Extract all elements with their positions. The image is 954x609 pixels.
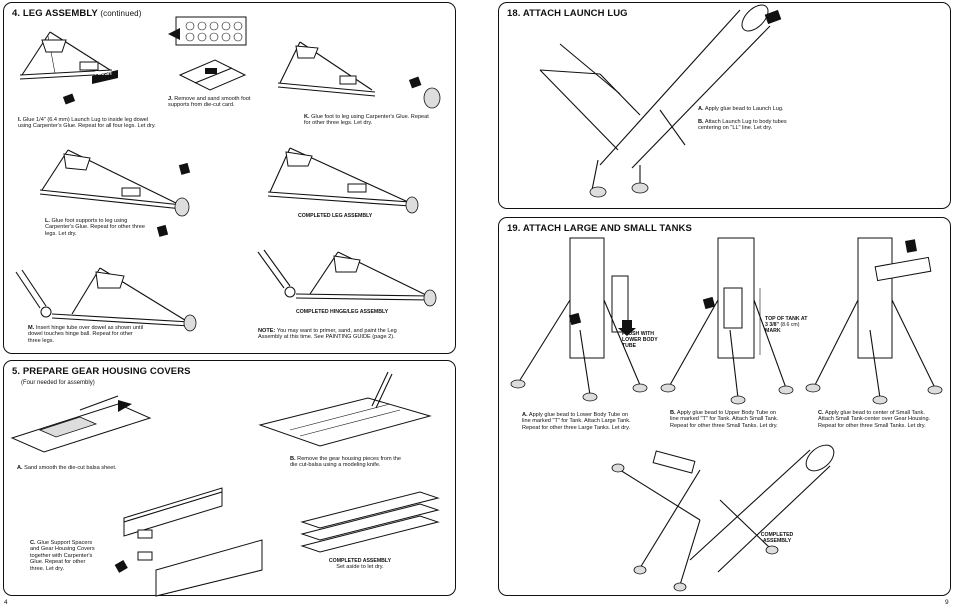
gear-step-c-caption: C. Glue Support Spacers and Gear Housing… [30,540,98,572]
gear-completed-text: Set aside to let dry. [336,564,384,570]
top-of-tank-text: TOP OF TANK AT [765,316,808,322]
top-of-tank-measure: 3 3/8" [765,322,779,328]
balsa-sheet-cutting [258,371,432,447]
step-l-text: Glue foot supports to leg using Carpente… [45,218,145,237]
step-j-letter: J. [168,96,173,102]
lug-step-b-caption: B. Attach Launch Lug to body tubes cente… [698,119,794,132]
leg-illustration-k [277,41,441,109]
gear-completed-title: COMPLETED ASSEMBLY [328,558,392,564]
foot-support-card [168,16,247,91]
step-m-text: Insert hinge tube over dowel as shown un… [28,325,144,344]
lug-step-a-letter: A. [698,106,704,112]
step-k-letter: K. [304,114,310,120]
tanks-step-b-illustration [660,237,794,405]
flush-tag: FLUSH [95,71,112,77]
tanks-step-a-text: Apply glue bead to Lower Body Tube on li… [522,412,631,431]
completed-hinge-label: COMPLETED HINGE/LEG ASSEMBLY [296,309,389,315]
note: NOTE: You may want to primer, sand, and … [258,328,418,341]
tanks-step-b-letter: B. [670,410,676,416]
tanks-step-c-letter: C. [818,410,824,416]
gear-step-b-letter: B. [290,456,296,462]
step-i-text: Glue 1/4" (6.4 mm) Launch Lug to inside … [18,117,156,130]
completed-leg-label: COMPLETED LEG ASSEMBLY [298,213,373,219]
page-number-right: 9 [945,599,949,606]
completed-tanks-illustration [611,444,835,592]
gear-step-a-caption: A. Sand smooth the die-cut balsa sheet. [17,465,167,471]
step-i-caption: I. Glue 1/4" (6.4 mm) Launch Lug to insi… [18,117,156,130]
gear-step-b-text: Remove the gear housing pieces from the … [290,456,402,469]
step-j-text: Remove and sand smooth foot supports fro… [168,96,251,109]
lug-step-a-text: Apply glue bead to Launch Lug. [704,106,784,112]
step-k-text: Glue foot to leg using Carpenter's Glue.… [304,114,429,127]
completed-leg-illustration [267,147,419,214]
gear-step-b-caption: B. Remove the gear housing pieces from t… [290,456,402,469]
top-of-tank-label: TOP OF TANK AT 3 3/8" (8.6 cm) MARK [765,316,815,334]
gear-housing-covers [114,487,263,597]
lug-step-b-text: Attach Launch Lug to body tubes centerin… [698,119,787,132]
page-number-left: 4 [4,599,8,606]
leg-illustration-i [19,31,118,105]
step-k-caption: K. Glue foot to leg using Carpenter's Gl… [304,114,432,127]
leg-illustration-l [39,149,191,237]
note-label: NOTE: [258,328,276,334]
step-m-letter: M. [28,325,35,331]
tanks-step-b-caption: B. Apply glue bead to Upper Body Tube on… [670,410,782,429]
tanks-step-c-text: Apply glue bead to center of Small Tank.… [818,410,931,429]
step-l-letter: L. [45,218,50,224]
step-i-letter: I. [18,117,22,123]
tanks-step-a-caption: A. Apply glue bead to Lower Body Tube on… [522,412,632,431]
tanks-completed-label: COMPLETED ASSEMBLY [760,532,794,544]
top-of-tank-metric: (8.6 cm) [780,322,800,328]
gear-step-a-text: Sand smooth the die-cut balsa sheet. [24,465,117,471]
lug-step-b-letter: B. [698,119,704,125]
tanks-step-b-text: Apply glue bead to Upper Body Tube on li… [670,410,779,429]
tanks-title: 19. ATTACH LARGE AND SMALL TANKS [507,223,692,234]
gear-housing-subtitle: (Four needed for assembly) [21,380,95,386]
tanks-step-a-letter: A. [522,412,528,418]
gear-step-c-letter: C. [30,540,36,546]
lug-step-a-caption: A. Apply glue bead to Launch Lug. [698,106,818,112]
step-l-caption: L. Glue foot supports to leg using Carpe… [45,218,155,237]
tanks-step-c-illustration [805,237,943,405]
launch-lug-rocket [539,4,782,198]
step-j-caption: J. Remove and sand smooth foot supports … [168,96,270,109]
completed-hinge-leg-illustration [257,249,437,307]
tanks-step-c-caption: C. Apply glue bead to center of Small Ta… [818,410,934,429]
leg-assembly-title: 4. LEG ASSEMBLY (continued) [12,8,142,19]
leg-illustration-m [15,267,197,332]
flush-label: FLUSH WITH LOWER BODY TUBE [622,331,658,349]
step-m-caption: M. Insert hinge tube over dowel as shown… [28,325,146,344]
gear-step-a-letter: A. [17,465,23,471]
tanks-step-a-illustration [510,237,648,402]
gear-housing-title: 5. PREPARE GEAR HOUSING COVERS [12,366,191,377]
note-text: You may want to primer, sand, and paint … [258,328,397,341]
launch-lug-title: 18. ATTACH LAUNCH LUG [507,8,628,19]
completed-gear-stack [300,491,440,553]
top-of-tank-mark: MARK [765,328,781,334]
balsa-sheet-sanding [10,395,152,453]
launch-lug-panel: 18. ATTACH LAUNCH LUG [498,2,951,209]
gear-step-c-text: Glue Support Spacers and Gear Housing Co… [30,540,95,572]
leg-assembly-panel: 4. LEG ASSEMBLY (continued) [3,2,456,354]
